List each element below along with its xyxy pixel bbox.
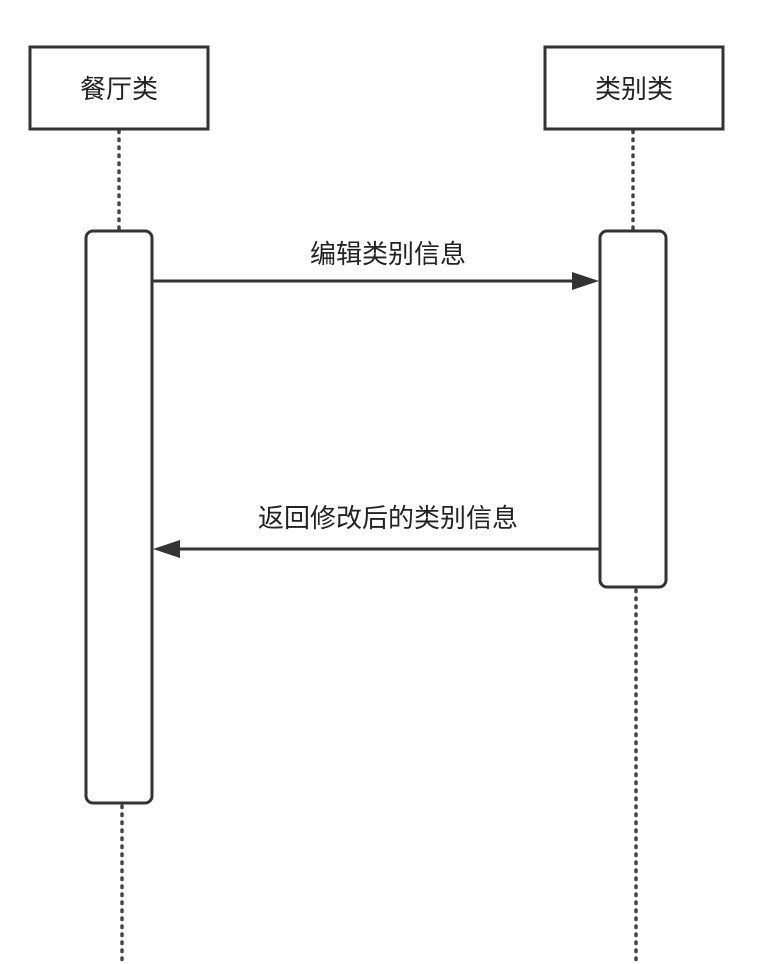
activation-restaurant — [84, 229, 154, 805]
participant-restaurant: 餐厅类 — [28, 45, 210, 131]
participant-label: 类别类 — [595, 75, 673, 105]
message-label: 返回修改后的类别信息 — [258, 504, 518, 534]
arrowhead-icon — [153, 540, 180, 558]
participant-category: 类别类 — [543, 45, 725, 131]
participant-label: 餐厅类 — [80, 75, 158, 105]
message-label: 编辑类别信息 — [310, 240, 466, 270]
message-return-category: 返回修改后的类别信息 — [153, 504, 600, 558]
message-edit-category: 编辑类别信息 — [152, 240, 599, 290]
arrowhead-icon — [572, 272, 599, 290]
activation-category — [598, 229, 668, 589]
